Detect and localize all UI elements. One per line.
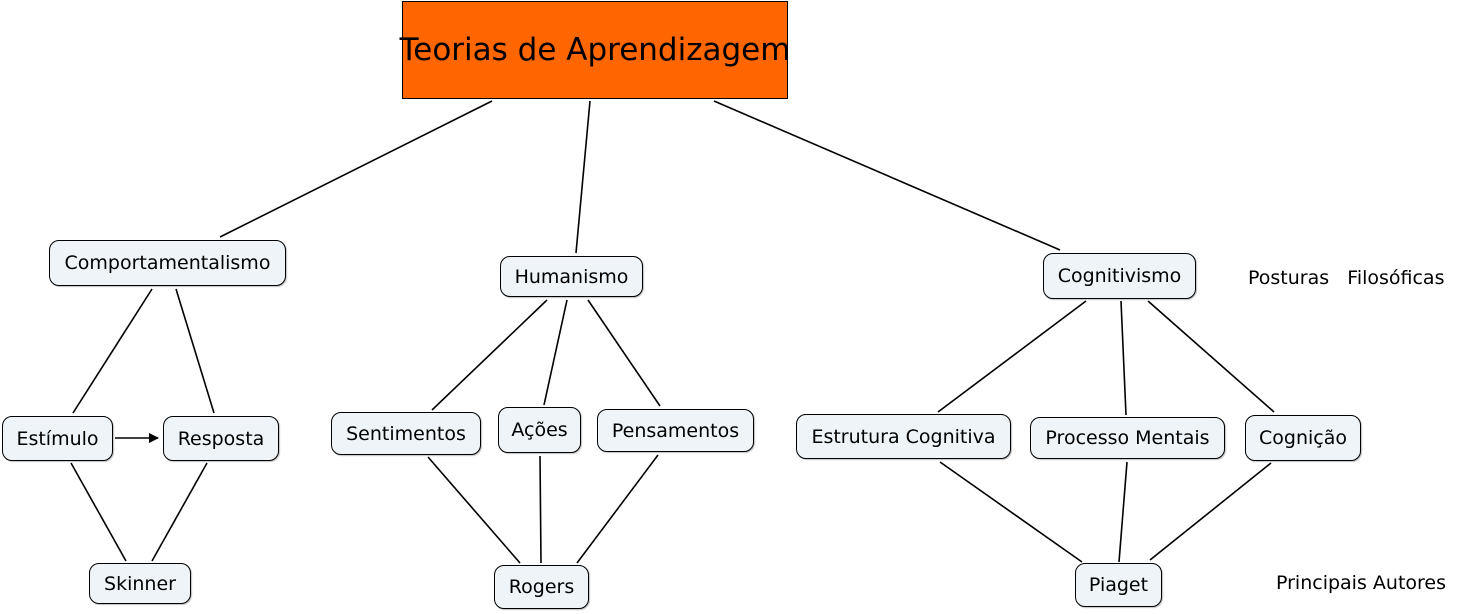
edge-humanismo-acoes <box>543 299 568 406</box>
edge-comportamentalismo-estimulo <box>72 288 153 414</box>
edge-estimulo-skinner <box>70 462 127 562</box>
node-cognicao[interactable]: Cognição <box>1245 415 1361 461</box>
node-comportamentalismo[interactable]: Comportamentalismo <box>49 240 286 286</box>
node-rogers[interactable]: Rogers <box>494 565 589 609</box>
edge-humanismo-pensamentos <box>587 299 661 407</box>
node-skinner[interactable]: Skinner <box>89 563 191 604</box>
node-pensamentos[interactable]: Pensamentos <box>597 409 754 452</box>
node-acoes[interactable]: Ações <box>498 407 581 453</box>
node-processo-mentais[interactable]: Processo Mentais <box>1030 417 1225 459</box>
node-sentimentos[interactable]: Sentimentos <box>331 412 481 455</box>
node-piaget[interactable]: Piaget <box>1075 563 1162 607</box>
root-concept[interactable]: Teorias de Aprendizagem <box>400 1 790 99</box>
label-principais-autores: Principais Autores <box>1276 572 1446 594</box>
edge-cognitivismo-estrutura <box>937 300 1087 413</box>
node-estrutura-cognitiva[interactable]: Estrutura Cognitiva <box>796 414 1011 459</box>
edge-root-comportamentalismo <box>219 100 493 238</box>
edge-root-humanismo <box>575 100 591 254</box>
edge-comportamentalismo-resposta <box>175 288 215 414</box>
edge-resposta-skinner <box>151 462 208 562</box>
edge-processo-piaget <box>1118 461 1128 563</box>
edge-pensamentos-rogers <box>576 454 659 564</box>
edge-cognitivismo-processo <box>1120 300 1127 416</box>
edge-cognitivismo-cognicao <box>1147 300 1275 413</box>
node-estimulo[interactable]: Estímulo <box>2 416 113 461</box>
node-resposta[interactable]: Resposta <box>163 416 279 461</box>
label-posturas-filosoficas: Posturas Filosóficas <box>1248 267 1445 289</box>
edge-estrutura-piaget <box>939 461 1083 563</box>
node-humanismo[interactable]: Humanismo <box>500 256 643 297</box>
edge-cognicao-piaget <box>1149 462 1272 561</box>
node-cognitivismo[interactable]: Cognitivismo <box>1043 253 1196 299</box>
edge-acoes-rogers <box>539 455 542 564</box>
edge-root-cognitivismo <box>713 100 1061 251</box>
edge-humanismo-sentimentos <box>431 299 548 411</box>
edge-sentimentos-rogers <box>427 456 521 564</box>
